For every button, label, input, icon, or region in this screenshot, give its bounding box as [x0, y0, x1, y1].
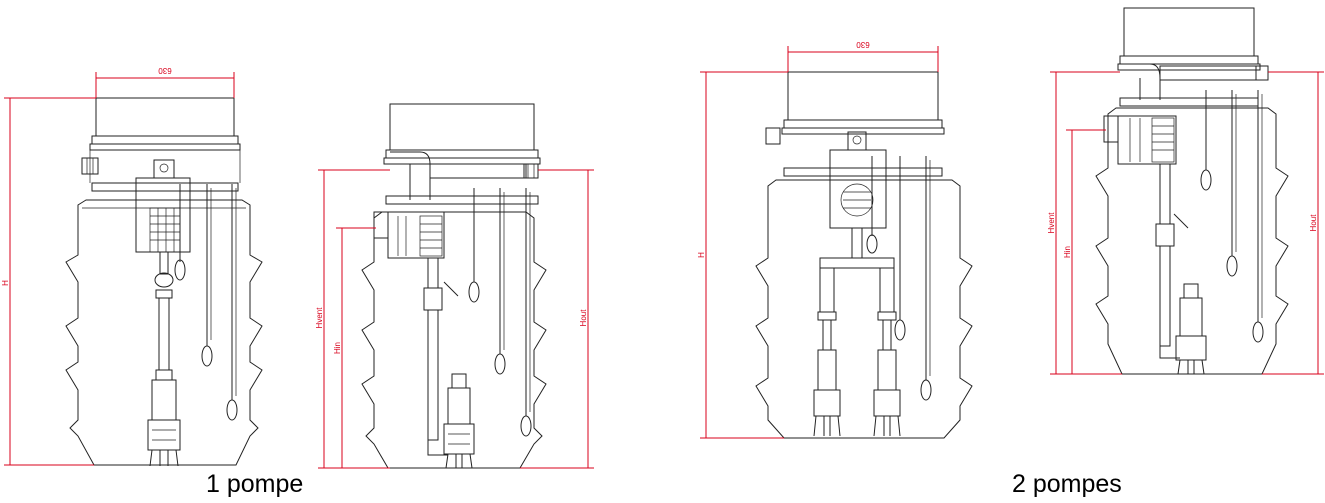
h-vent-label: Hvent — [315, 307, 324, 329]
single-pump-front-view: 630 H — [1, 66, 263, 467]
diameter-label-2: 630 — [856, 40, 870, 49]
h-in-label: Hin — [333, 342, 342, 354]
h-in-label-2: Hin — [1063, 246, 1072, 258]
double-pump-side-view: Hvent Hin Hout — [1047, 7, 1324, 375]
diameter-label: 630 — [158, 66, 172, 75]
double-pump-caption: 2 pompes — [1012, 470, 1122, 498]
double-pump-front-view: 630 H — [697, 40, 973, 439]
h-vent-label-2: Hvent — [1047, 212, 1056, 234]
h-out-label-2: Hout — [1309, 214, 1318, 232]
h-out-label: Hout — [579, 309, 588, 327]
single-pump-caption: 1 pompe — [206, 470, 304, 498]
height-label-2: H — [697, 252, 706, 258]
single-pump-side-view: Hvent Hin Hout — [315, 103, 594, 469]
height-label: H — [1, 280, 10, 286]
